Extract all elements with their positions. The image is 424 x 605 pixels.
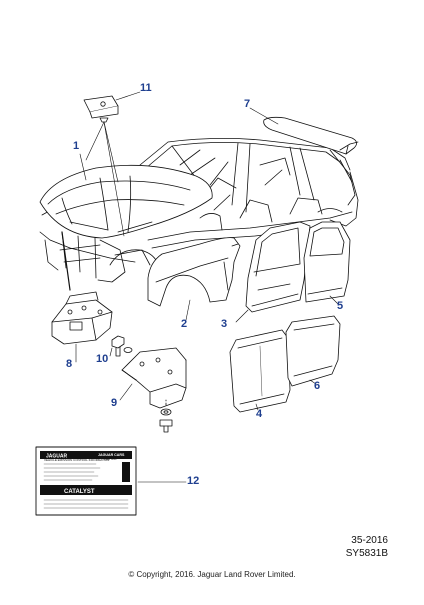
leader-lines xyxy=(75,91,339,483)
label-maker-text: JAGUAR CARS xyxy=(98,453,125,457)
bonnet-bracket-part-11 xyxy=(83,95,125,237)
emission-label-part-12 xyxy=(35,446,137,516)
label-logo-text: JAGUAR xyxy=(46,454,68,460)
callout-8[interactable]: 8 xyxy=(66,358,73,370)
front-wing-part-2 xyxy=(147,237,241,307)
label-maker2-text: LIMITED xyxy=(104,457,117,461)
label-catalyst-text: CATALYST xyxy=(64,489,95,495)
callout-11[interactable]: 11 xyxy=(140,82,152,94)
rear-door-part-5 xyxy=(303,221,351,303)
callout-9[interactable]: 9 xyxy=(111,397,118,409)
bolt-part-10 xyxy=(111,335,133,357)
callout-2[interactable]: 2 xyxy=(181,318,188,330)
hinge-bracket-part-9 xyxy=(121,347,187,433)
reference-number-2: SY5831B xyxy=(345,548,388,559)
callout-10[interactable]: 10 xyxy=(96,353,109,365)
callout-7[interactable]: 7 xyxy=(244,98,251,110)
callout-3[interactable]: 3 xyxy=(221,318,228,330)
label-heading-text: VEHICLE EMISSION CONTROL INFORMATION xyxy=(44,458,109,462)
body-shell xyxy=(39,138,359,283)
roof-panel-part-7 xyxy=(263,116,359,155)
reference-number-1: 35-2016 xyxy=(351,535,388,546)
callout-6[interactable]: 6 xyxy=(314,380,321,392)
copyright-notice: © Copyright, 2016. Jaguar Land Rover Lim… xyxy=(128,570,296,579)
callout-12[interactable]: 12 xyxy=(187,475,200,487)
callout-5[interactable]: 5 xyxy=(337,300,344,312)
hinge-part-8 xyxy=(51,291,113,345)
rear-door-skin-part-6 xyxy=(285,315,341,387)
callout-4[interactable]: 4 xyxy=(256,408,263,420)
front-door-skin-part-4 xyxy=(229,329,291,413)
bonnet-part-1 xyxy=(39,164,213,291)
callout-1[interactable]: 1 xyxy=(73,140,80,152)
front-door-part-3 xyxy=(245,221,311,313)
